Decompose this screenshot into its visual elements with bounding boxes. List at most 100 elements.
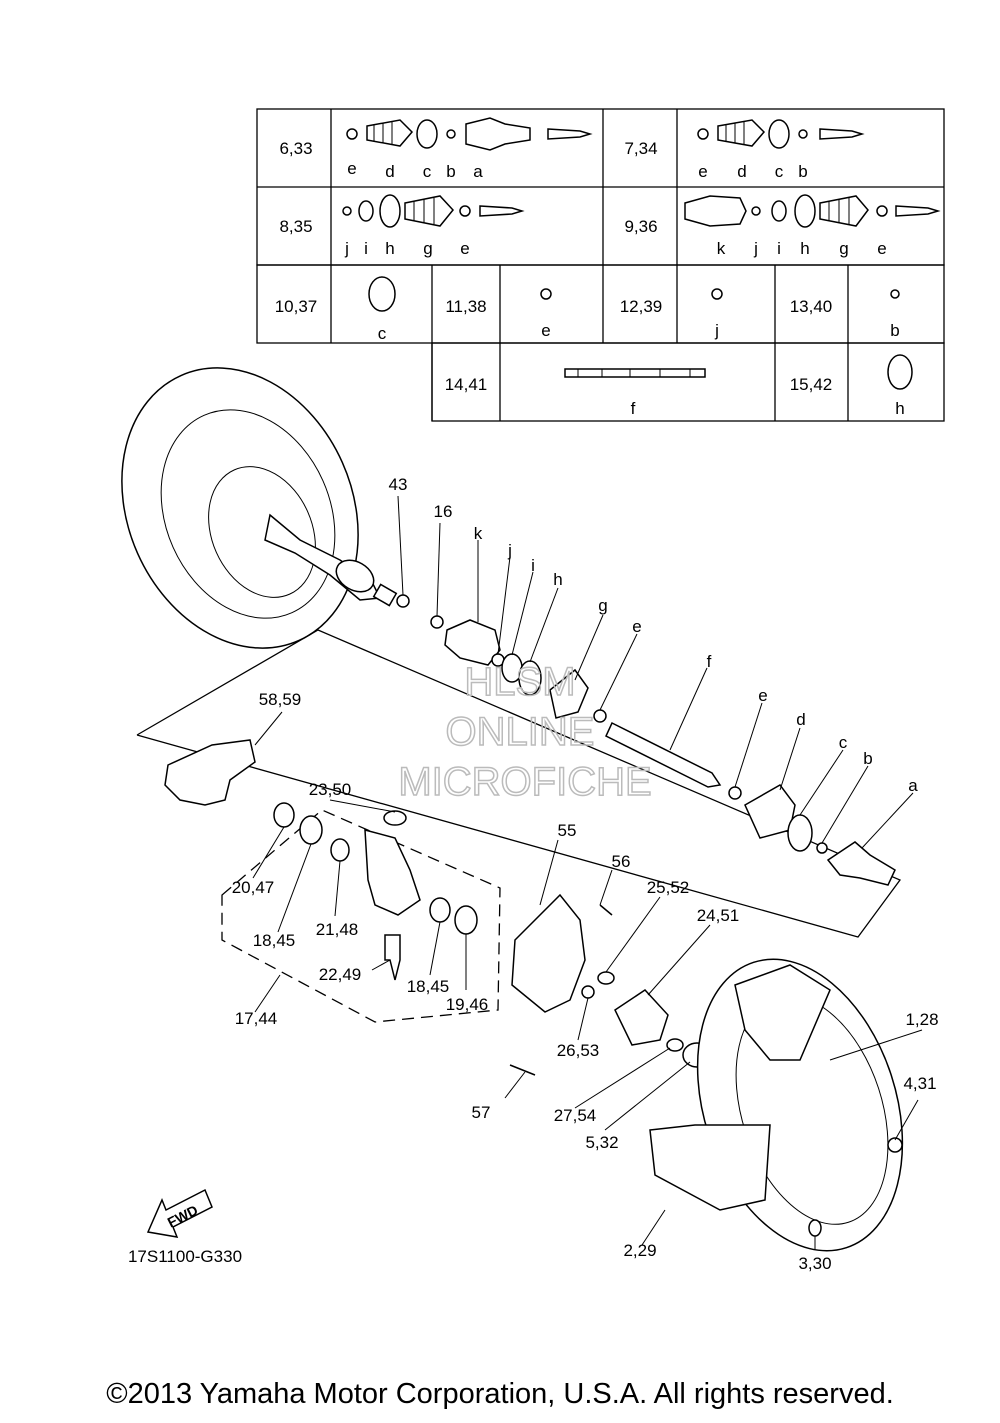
wheel-assembly-rear: [121, 367, 398, 649]
nut-4-31: [887, 1137, 903, 1153]
callout-4-31: 4,31: [903, 1074, 936, 1093]
fwd-label: FWD: [165, 1202, 201, 1231]
callout-55: 55: [558, 821, 577, 840]
clip-sketch-j: [711, 288, 723, 300]
table-ref-11-38: 11,38: [445, 297, 486, 316]
cv-boot-kit-sketch-7-34: [697, 119, 865, 149]
ring-b: [816, 842, 828, 854]
brake-disc-55: [511, 893, 586, 1013]
table-letter: j: [714, 321, 719, 340]
table-ref-6-33: 6,33: [279, 139, 312, 158]
watermark-line: MICROFICHE: [398, 760, 651, 804]
table-letter: b: [446, 162, 455, 181]
callout-k: k: [474, 524, 483, 543]
table-ref-12-39: 12,39: [620, 297, 663, 316]
assembly-drawing: 43 16 k j i h g e f e d c b a 58,59 23,5…: [121, 367, 939, 1273]
clip-e-2: [728, 786, 742, 800]
shaft-f: [605, 721, 722, 788]
table-letter: e: [541, 321, 550, 340]
seal-19-46: [454, 905, 478, 935]
washer-23-50: [383, 810, 407, 826]
table-letter: c: [378, 324, 387, 343]
table-letter: e: [460, 239, 469, 258]
circlip-26-53: [581, 985, 595, 999]
callout-b: b: [863, 749, 872, 768]
callout-2-29: 2,29: [623, 1241, 656, 1260]
fwd-arrow-icon: FWD: [146, 1188, 213, 1238]
callout-h: h: [553, 570, 562, 589]
callout-5-32: 5,32: [585, 1133, 618, 1152]
bearing-18-45: [299, 815, 323, 845]
circlip-43: [396, 594, 410, 608]
boot-d: [744, 784, 796, 839]
table-letter: h: [385, 239, 394, 258]
callout-c: c: [839, 733, 848, 752]
band-sketch-c: [368, 276, 396, 312]
table-ref-7-34: 7,34: [624, 139, 657, 158]
parts-table: 6,33 7,34 8,35 9,36 10,37 11,38 12,39 13…: [256, 108, 945, 422]
callout-19-46: 19,46: [446, 995, 489, 1014]
table-ref-15-42: 15,42: [790, 375, 833, 394]
copyright-notice: ©2013 Yamaha Motor Corporation, U.S.A. A…: [106, 1378, 894, 1410]
table-letter: f: [631, 399, 636, 418]
table-letter: e: [698, 162, 707, 181]
table-letter: e: [347, 159, 356, 178]
ball-joint-22-49: [384, 934, 401, 981]
watermark: HLSM ONLINE MICROFICHE: [398, 659, 653, 805]
bolt-56: [599, 904, 613, 916]
table-letter: i: [364, 239, 368, 258]
wheel-assembly-front: [649, 958, 904, 1252]
table-ref-13-40: 13,40: [790, 297, 833, 316]
table-letter: j: [344, 239, 349, 258]
screw-57: [509, 1064, 536, 1076]
table-letter: c: [775, 162, 784, 181]
callout-g: g: [598, 596, 607, 615]
table-letter: g: [423, 239, 432, 258]
watermark-line: HLSM: [464, 660, 575, 704]
callout-23-50: 23,50: [309, 780, 352, 799]
valve-3-30: [808, 1219, 822, 1237]
washer-27-54: [666, 1038, 684, 1052]
cv-joint-a: [826, 841, 896, 886]
callout-f: f: [707, 652, 712, 671]
clip-e: [593, 709, 607, 723]
axle-shaft-sketch-f: [564, 368, 706, 378]
callout-i: i: [531, 556, 535, 575]
hub-24-51: [614, 989, 669, 1046]
boot-g: [549, 668, 589, 719]
callout-16: 16: [434, 502, 453, 521]
table-letter: b: [798, 162, 807, 181]
bracket-58-59: [164, 739, 256, 806]
callout-e-2: e: [758, 686, 767, 705]
callout-21-48: 21,48: [316, 920, 359, 939]
callout-24-51: 24,51: [697, 906, 740, 925]
callout-d: d: [796, 710, 805, 729]
callout-3-30: 3,30: [798, 1254, 831, 1273]
callout-j: j: [507, 541, 512, 560]
callout-18-45: 18,45: [253, 931, 296, 950]
callout-22-49: 22,49: [319, 965, 362, 984]
bearing-18-45-b: [429, 897, 451, 923]
table-ref-9-36: 9,36: [624, 217, 657, 236]
band-sketch-h: [887, 354, 913, 390]
steering-knuckle: [364, 829, 421, 916]
circlip-16: [430, 615, 444, 629]
table-letter: g: [839, 239, 848, 258]
table-letter: d: [385, 162, 394, 181]
callout-25-52: 25,52: [647, 878, 690, 897]
ring-sketch-b: [890, 289, 900, 299]
callout-43: 43: [389, 475, 408, 494]
table-letter: d: [737, 162, 746, 181]
table-letter: h: [895, 399, 904, 418]
table-letter: b: [890, 321, 899, 340]
table-letter: a: [473, 162, 483, 181]
callout-1-28: 1,28: [905, 1010, 938, 1029]
callout-57: 57: [472, 1103, 491, 1122]
table-ref-8-35: 8,35: [279, 217, 312, 236]
watermark-line: ONLINE: [446, 710, 595, 754]
seal-20-47: [273, 802, 295, 828]
table-letter: h: [800, 239, 809, 258]
clip-sketch-e: [540, 288, 552, 300]
band-c: [787, 814, 813, 852]
table-ref-10-37: 10,37: [275, 297, 318, 316]
